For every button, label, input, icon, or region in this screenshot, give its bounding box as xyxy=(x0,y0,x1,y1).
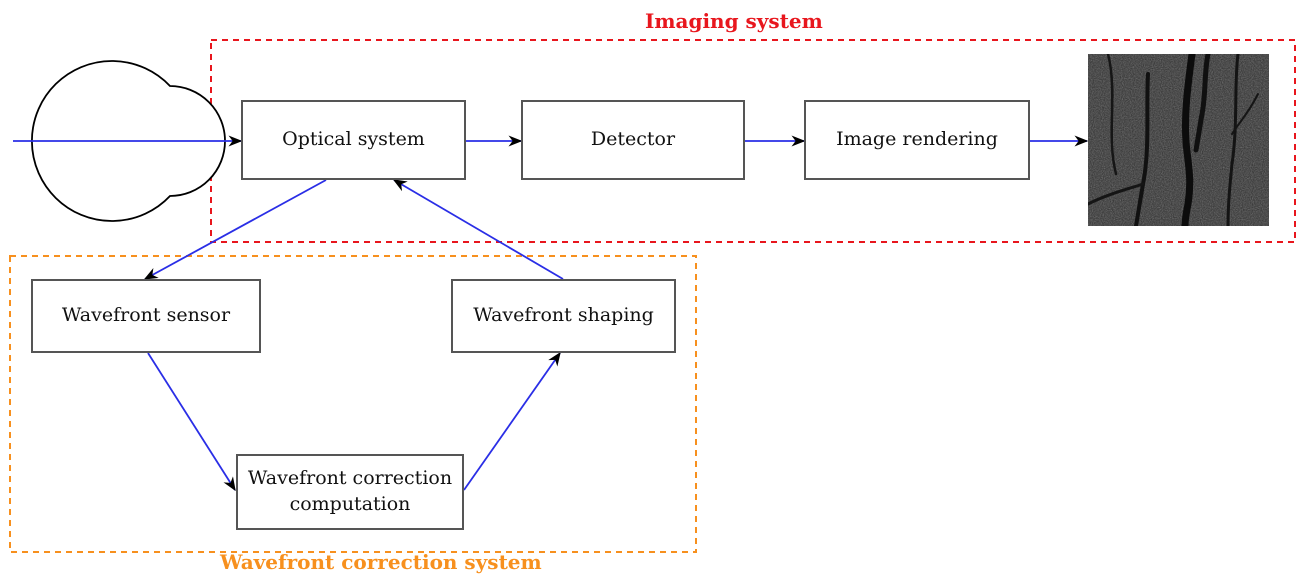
wavefront-correction-system-label: Wavefront correction system xyxy=(220,550,542,574)
optical-system-label: Optical system xyxy=(282,128,425,151)
computation-label-line1: Wavefront correction xyxy=(247,467,453,490)
computation-label-line2: computation xyxy=(289,493,411,515)
sensor-to-computation-link xyxy=(147,352,236,492)
wavefront-shaping-label: Wavefront shaping xyxy=(473,304,654,327)
shaping-to-optical-link xyxy=(392,179,564,280)
wavefront-sensor-box: Wavefront sensor xyxy=(31,279,261,353)
retinal-image xyxy=(1088,54,1269,226)
optical-to-sensor-link xyxy=(143,179,327,280)
wavefront-correction-boundary xyxy=(9,255,697,553)
imaging-system-boundary xyxy=(210,39,1296,243)
computation-to-shaping-link xyxy=(463,351,561,491)
retinal-vessels-graphic xyxy=(1088,54,1269,226)
imaging-system-label: Imaging system xyxy=(645,9,823,33)
wavefront-shaping-box: Wavefront shaping xyxy=(451,279,676,353)
optical-system-box: Optical system xyxy=(241,100,466,180)
image-rendering-label: Image rendering xyxy=(836,128,998,151)
image-rendering-box: Image rendering xyxy=(804,100,1030,180)
wavefront-sensor-label: Wavefront sensor xyxy=(61,304,231,327)
wavefront-correction-computation-box: Wavefront correction computation xyxy=(236,454,464,530)
detector-label: Detector xyxy=(590,128,676,151)
detector-box: Detector xyxy=(521,100,745,180)
